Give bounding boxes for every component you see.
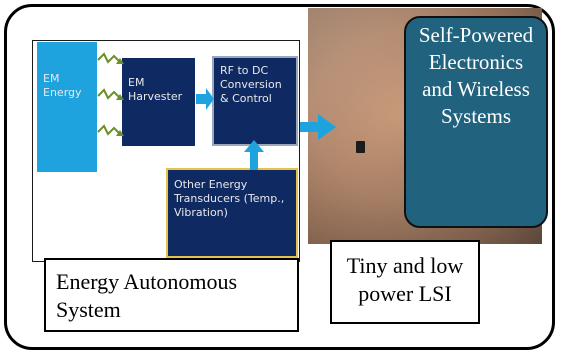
tiny-lsi-label: Tiny and low power LSI [330,240,480,324]
tiny-lsi-chip [356,141,365,153]
other-energy-transducers-block: Other Energy Transducers (Temp., Vibrati… [166,168,298,258]
self-powered-systems-box: Self-Powered Electronics and Wireless Sy… [404,16,548,228]
wireless-arrow-bottom [97,124,121,136]
wireless-arrow-middle [97,88,121,100]
wireless-arrowhead-top [116,58,124,64]
em-harvester-block: EM Harvester [122,58,195,146]
wireless-arrowhead-middle [116,94,124,100]
arrow-rfdc-to-chip-shaft [300,122,320,132]
wireless-arrow-top [97,52,121,64]
arrow-transducers-to-rfdc-head [244,140,264,152]
arrow-rfdc-to-chip-head [318,114,336,140]
energy-autonomous-label: Energy Autonomous System [44,258,299,332]
em-energy-block: EM Energy [37,42,97,172]
arrow-transducers-to-rfdc-shaft [250,150,258,170]
rf-dc-conversion-block: RF to DC Conversion & Control [212,56,298,146]
wireless-arrowhead-bottom [116,130,124,136]
arrow-harvester-to-rfdc-shaft [196,94,206,104]
arrow-harvester-to-rfdc-head [206,88,214,110]
